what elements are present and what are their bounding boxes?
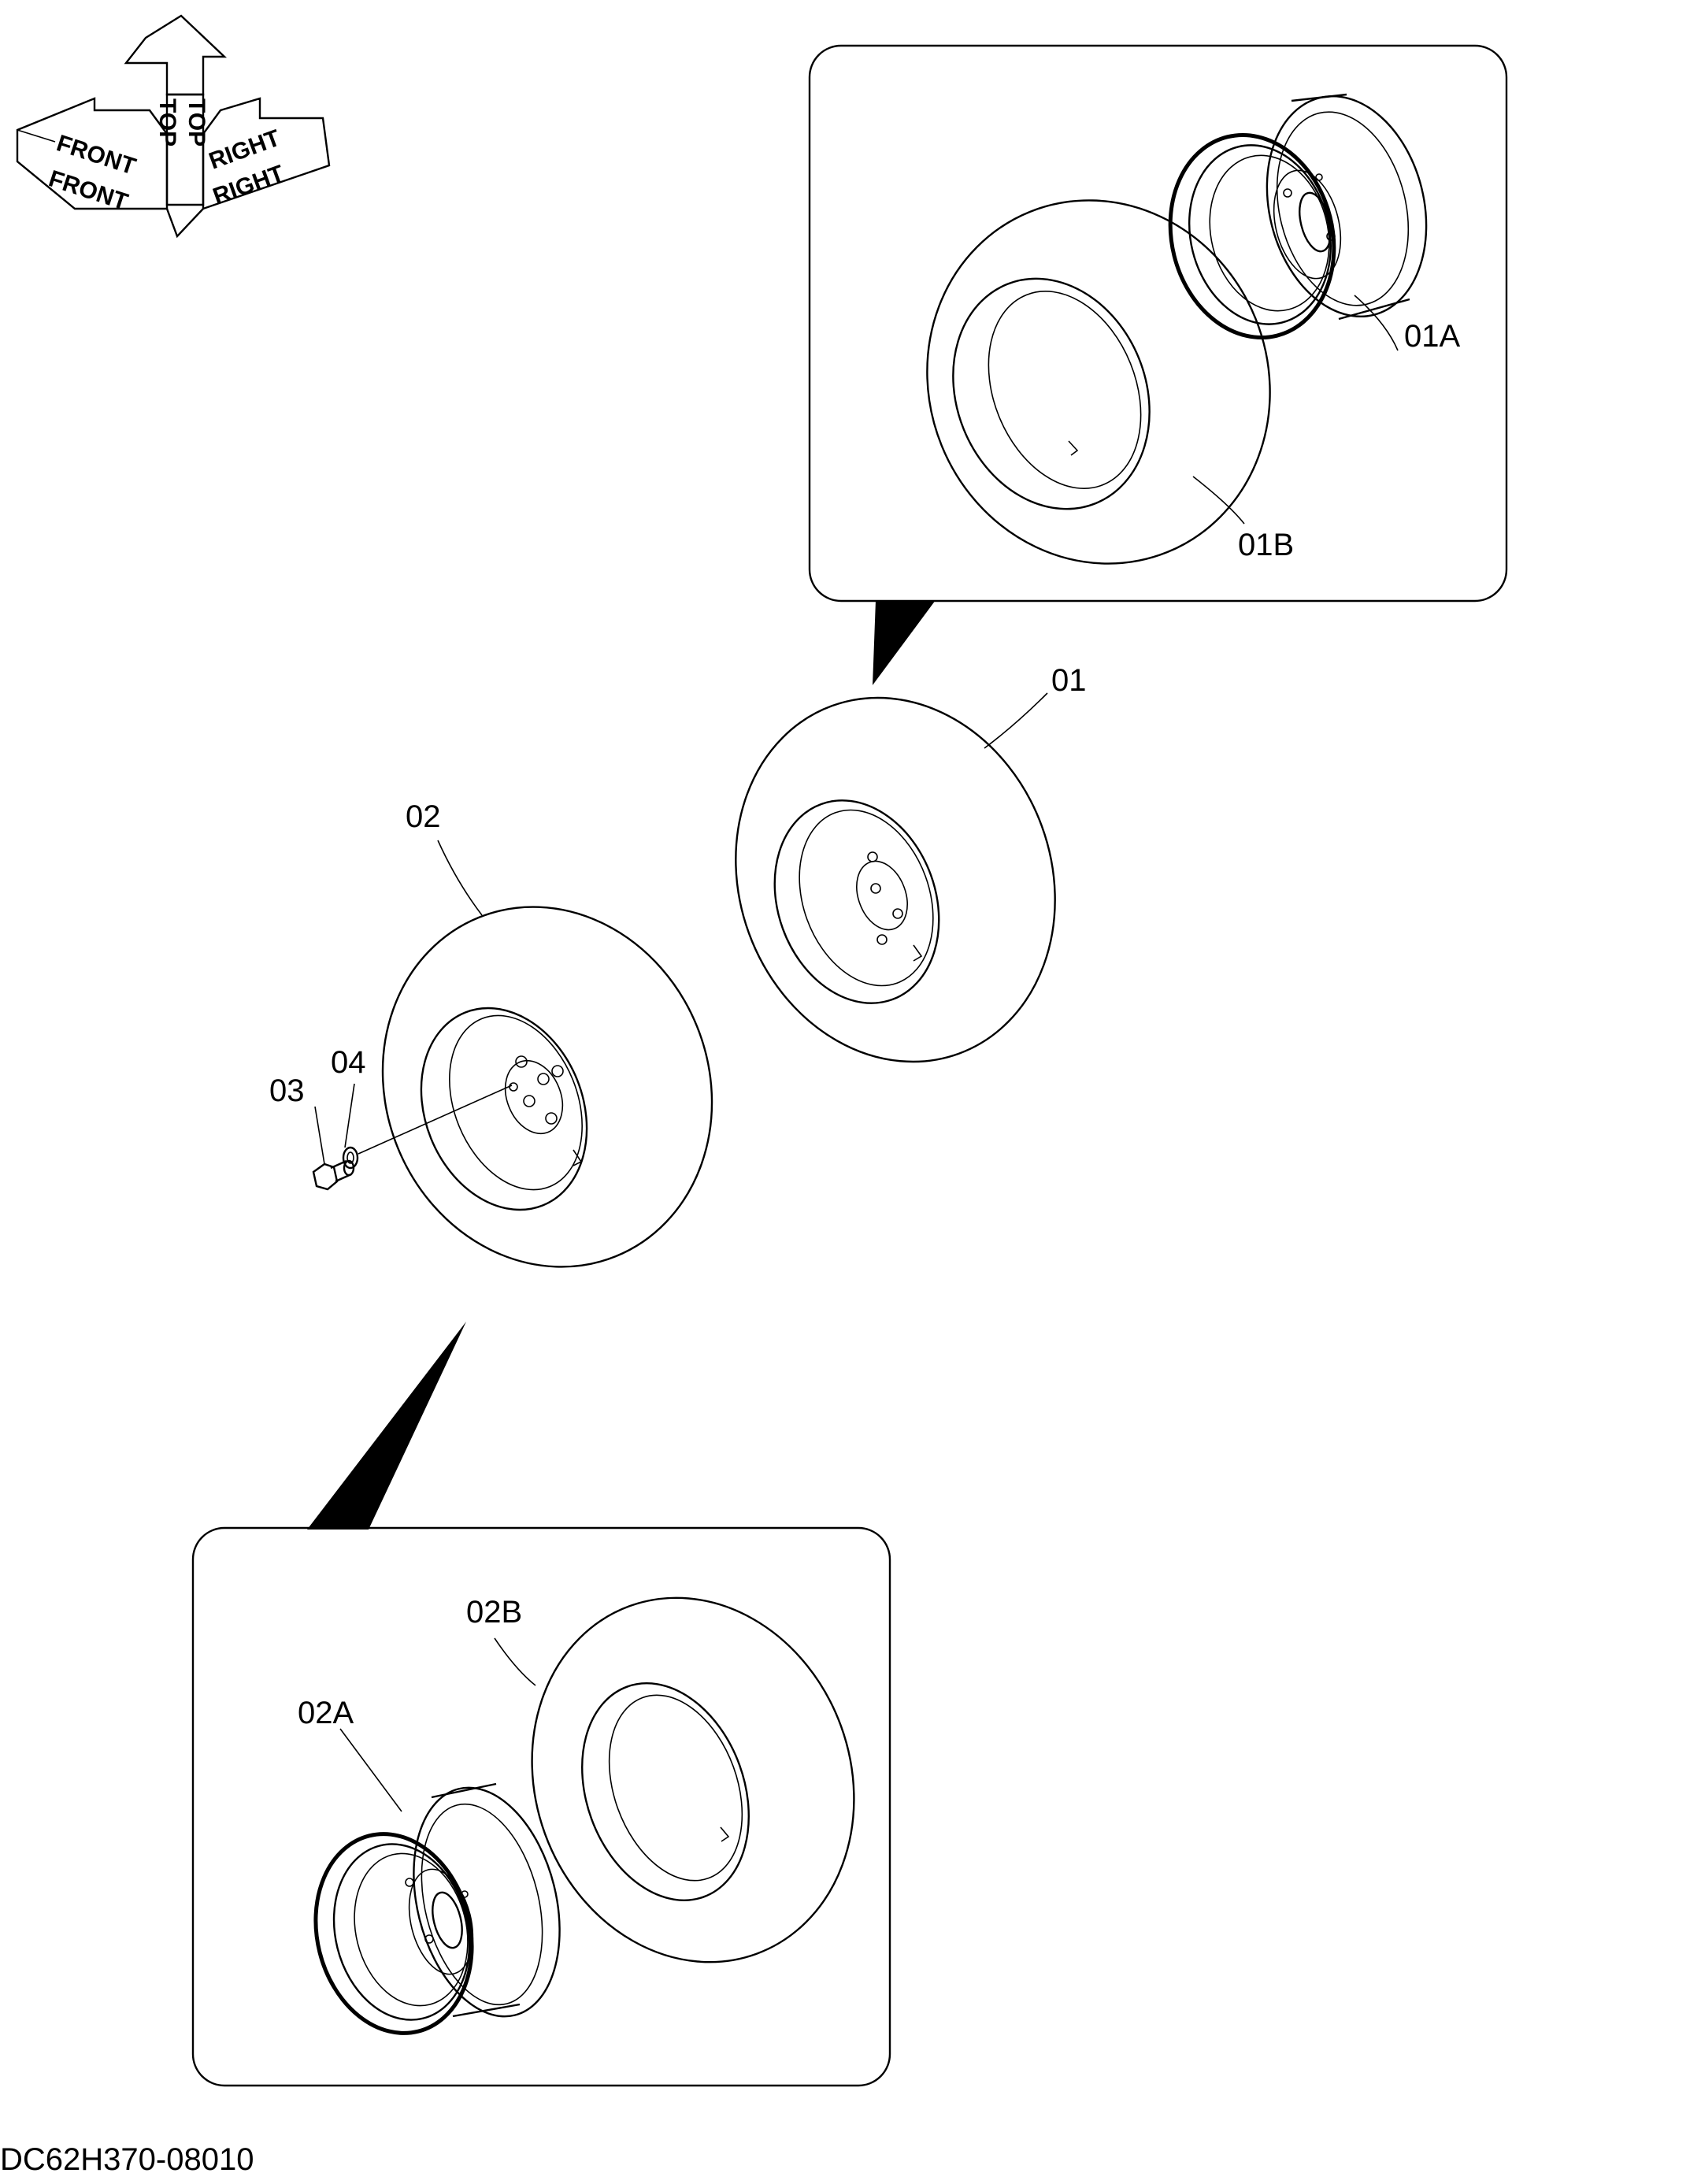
callout-01: 01 (1051, 663, 1087, 698)
rim-02a (313, 1782, 561, 2035)
leader-01a (1354, 295, 1399, 351)
detail-pointer-02 (307, 1322, 466, 1530)
bolt-axis-line (358, 1085, 513, 1155)
callout-02b: 02B (466, 1595, 522, 1630)
washer-04: 04 (331, 1045, 366, 1170)
leader-04 (344, 1083, 355, 1148)
drawing-id: DC62H370-08010 (0, 2142, 254, 2177)
callout-01a: 01A (1404, 319, 1460, 354)
detail-box-01: 01A 01B (808, 44, 1508, 685)
leader-01 (984, 692, 1048, 749)
right-arrow-shape (202, 97, 331, 210)
top-label-right: TOP (183, 98, 209, 146)
orientation-compass: FRONT FRONT TOP TOP RIGHT RIGHT (16, 14, 331, 239)
tire-02b (531, 1596, 855, 1963)
top-arrow-shape (124, 14, 228, 96)
wheel-01: 01 (735, 663, 1087, 1063)
detail-pointer-01 (873, 600, 936, 685)
callout-02: 02 (406, 799, 441, 834)
detail-frame-01 (808, 44, 1508, 603)
leader-03 (314, 1106, 325, 1165)
wheel-02: 02 (358, 799, 713, 1268)
leader-02a (339, 1728, 402, 1812)
leader-01b (1192, 476, 1245, 525)
front-arrow-shape (16, 97, 169, 210)
bolt-03: 03 (269, 1073, 355, 1191)
callout-04: 04 (331, 1045, 366, 1080)
rim-01a (1168, 93, 1428, 340)
leader-02b (494, 1637, 536, 1686)
callout-01b: 01B (1238, 528, 1294, 562)
callout-03: 03 (269, 1073, 305, 1108)
top-label-left: TOP (154, 98, 180, 146)
tire-01b (926, 199, 1271, 565)
leader-02 (437, 840, 483, 916)
callout-02a: 02A (298, 1696, 354, 1730)
detail-frame-02 (191, 1526, 891, 2087)
detail-box-02: 02A 02B (191, 1322, 891, 2087)
